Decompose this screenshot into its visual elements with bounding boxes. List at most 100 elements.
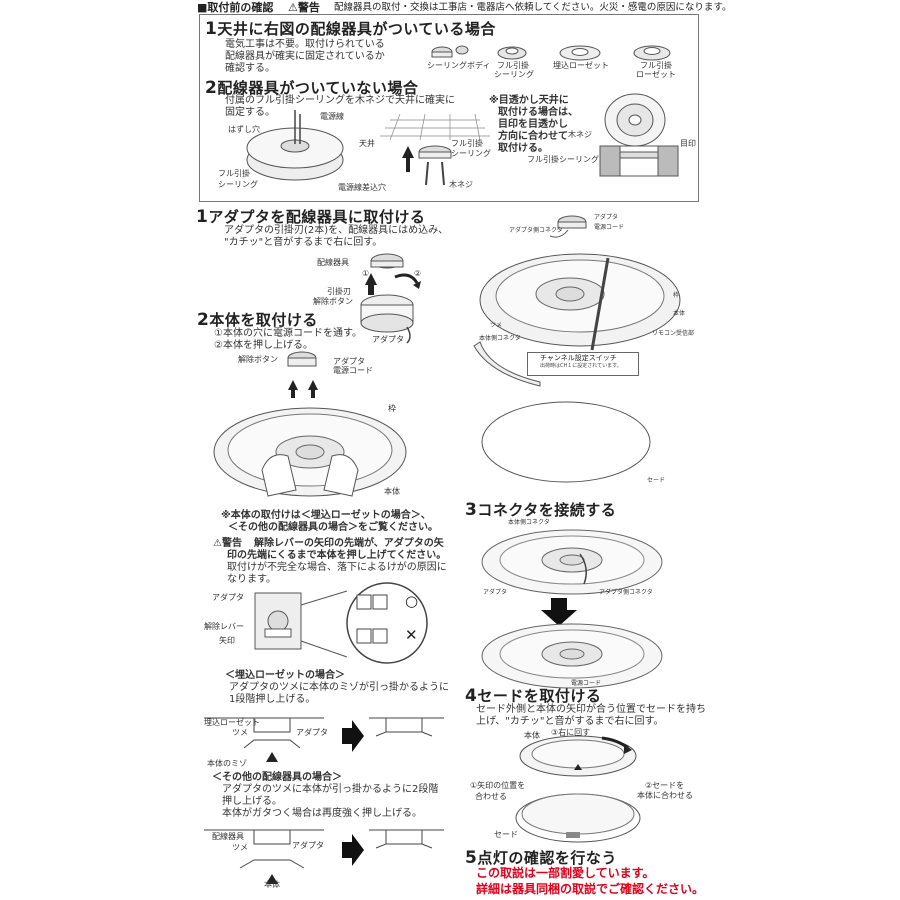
other-label-claw: ツメ — [232, 843, 248, 852]
step3-label-adapter-connector: アダプタ側コネクタ — [599, 589, 653, 596]
channel-switch-callout — [527, 352, 639, 376]
fixture-icons — [431, 45, 671, 61]
step4-illustration — [515, 735, 641, 843]
detail-ok-mark: ○ — [405, 592, 419, 610]
body-frame-illustration — [473, 215, 681, 387]
case1-desc-3: 確認する。 — [225, 63, 275, 74]
step4-label-shade-body-1: ②セードを — [645, 781, 685, 790]
case1-desc-1: 電気工事は不要。取付けられている — [225, 39, 385, 50]
detail-label-adapter: アダプタ — [212, 593, 244, 602]
rosette-diagram — [204, 717, 444, 762]
case1-desc-2: 配線器具が確実に固定されているか — [225, 51, 385, 62]
step2-notice-1: ※本体の取付けは＜埋込ローゼットの場合＞、 — [221, 510, 431, 521]
fixture-label-ceiling-body: シーリングボディ — [427, 61, 491, 70]
detail-ng-mark: ✕ — [405, 626, 418, 644]
label-full-ceiling-a2: シーリング — [218, 180, 258, 189]
warning-label: ⚠警告 — [288, 1, 320, 14]
rt-label-switch: チャンネル設定スイッチ — [540, 354, 617, 362]
step3-bottom-illustration — [481, 623, 663, 689]
rosette-label-groove: 本体のミゾ — [207, 759, 247, 768]
step2-warn-sub-2: なります。 — [227, 574, 276, 585]
step4-heading: 4セードを取付ける — [465, 686, 602, 706]
detail-label-arrow: 矢印 — [219, 636, 235, 645]
label-full-ceiling-a1: フル引掛 — [218, 169, 250, 178]
step4-label-shade-body-2: 本体に合わせる — [637, 791, 693, 800]
release-lever-detail — [254, 582, 428, 664]
step4-label-rotate: ③右に回す — [551, 728, 591, 737]
step1-label-release: 解除ボタン — [313, 297, 353, 306]
step2-label-adapter: アダプタ — [333, 357, 365, 366]
other-label-body: 本体 — [264, 880, 280, 889]
other-label-adapter: アダプタ — [292, 841, 324, 850]
step2-desc-1: ①本体の穴に電源コードを通す。 — [214, 328, 362, 339]
rt-label-frame: 枠 — [673, 292, 680, 299]
pre-check-box — [199, 14, 699, 202]
step3-label-body-connector: 本体側コネクタ — [508, 519, 550, 526]
label-hole: はずし穴 — [228, 125, 260, 134]
ceiling-fixture-illustration — [246, 110, 344, 181]
rosette-label-rosette: 埋込ローゼット — [204, 718, 260, 727]
label-ceiling: 天井 — [359, 139, 375, 148]
case2-note-4: 方向に合わせて — [498, 131, 568, 142]
ceiling-mount-illustration — [380, 113, 490, 186]
case2-desc-1: 付属のフル引掛シーリングを木ネジで天井に確実に — [225, 95, 455, 106]
step2-notice-2: ＜その他の配線器具の場合＞をご覧ください。 — [228, 522, 438, 533]
rt-label-claw: ツメ — [490, 322, 503, 329]
other-desc-3: 本体がガタつく場合は再度強く押し上げる。 — [222, 808, 422, 819]
other-title: ＜その他の配線器具の場合＞ — [212, 772, 342, 783]
warning-text: 配線器具の取付・交換は工事店・電器店へ依頼してください。火災・感電の原因になりま… — [334, 2, 732, 13]
rt-label-adapter-connector: アダプタ側コネクタ — [509, 227, 563, 234]
step2-desc-2: ②本体を押し上げる。 — [214, 340, 313, 351]
step2-warn-1: 解除レバーの矢印の先端が、アダプタの矢 — [254, 538, 444, 549]
fixture-label-full-rosette-2: ローゼット — [636, 70, 676, 79]
label-power-wire: 電源線 — [320, 112, 344, 121]
rosette-desc-2: 1段階押し上げる。 — [229, 694, 316, 705]
step1-label-fixture: 配線器具 — [317, 258, 349, 267]
mounting-cross-section — [599, 93, 679, 177]
other-label-fixture: 配線器具 — [212, 832, 244, 841]
step2-warn-sub-1: 取付けが不完全な場合、落下によるけがの原因に — [227, 562, 447, 573]
label-full-ceiling-b1: フル引掛 — [451, 139, 483, 148]
step1-heading: 1アダプタを配線器具に取付ける — [196, 207, 426, 227]
step2-label-body: 本体 — [384, 487, 400, 496]
rosette-title: ＜埋込ローゼットの場合＞ — [225, 670, 345, 681]
footer-note-2: 詳細は器具同梱の取説でご確認ください。 — [476, 882, 705, 896]
fixture-label-full-ceiling-1: フル引掛 — [497, 61, 529, 70]
other-desc-1: アダプタのツメに本体が引っ掛かるように2段階 — [222, 784, 439, 795]
rt-label-switch-note: 出荷時はCH１に設定されています。 — [540, 363, 622, 369]
fixture-label-embedded-rosette: 埋込ローゼット — [553, 61, 609, 70]
step4-label-shade: セード — [494, 830, 518, 839]
case2-note-5: 取付ける。 — [498, 143, 548, 154]
rt-label-cord: 電源コード — [594, 224, 625, 231]
rt-label-shade: セード — [647, 477, 666, 484]
label-mark: 目印 — [680, 139, 696, 148]
step2-body-illustration — [213, 407, 407, 497]
footer-note-1: この取説は一部割愛しています。 — [476, 866, 655, 880]
step1-label-c2: ② — [414, 269, 422, 278]
step4-label-align-2: 合わせる — [475, 792, 507, 801]
rosette-label-claw: ツメ — [232, 728, 248, 737]
case2-note-1: ※目透かし天井に — [489, 95, 569, 106]
other-fixture-diagram — [204, 829, 444, 884]
step2-adapter-illustration — [287, 351, 318, 398]
rt-label-adapter: アダプタ — [594, 214, 619, 221]
step3-label-cord: 電源コード — [571, 680, 602, 687]
label-wood-screw-2: 木ネジ — [568, 130, 592, 139]
step3-heading: 3コネクタを接続する — [465, 500, 617, 520]
case2-note-2: 取付ける場合は、 — [498, 107, 578, 118]
step2-warn-2: 印の先端にくるまで本体を押し上げてください。 — [227, 550, 447, 561]
rt-label-body-connector: 本体側コネクタ — [479, 335, 521, 342]
case1-heading: 1天井に右図の配線器具がついている場合 — [205, 19, 496, 39]
step2-label-frame: 枠 — [388, 404, 396, 413]
label-power-insert: 電源線差込穴 — [338, 183, 386, 192]
case2-note-3: 目印を目透かし — [498, 119, 568, 130]
step4-desc-2: 上げ、"カチッ"と音がするまで右に回す。 — [476, 716, 664, 727]
label-wood-screw: 木ネジ — [449, 180, 473, 189]
step1-label-c1: ① — [362, 269, 370, 278]
detail-label-lever: 解除レバー — [204, 622, 244, 631]
step1-illustration — [360, 253, 421, 344]
step2-label-release: 解除ボタン — [238, 355, 278, 364]
section-title-pre-check: ■取付前の確認 — [197, 1, 274, 14]
step4-label-body: 本体 — [524, 731, 540, 740]
rt-label-body: 本体 — [673, 310, 686, 317]
